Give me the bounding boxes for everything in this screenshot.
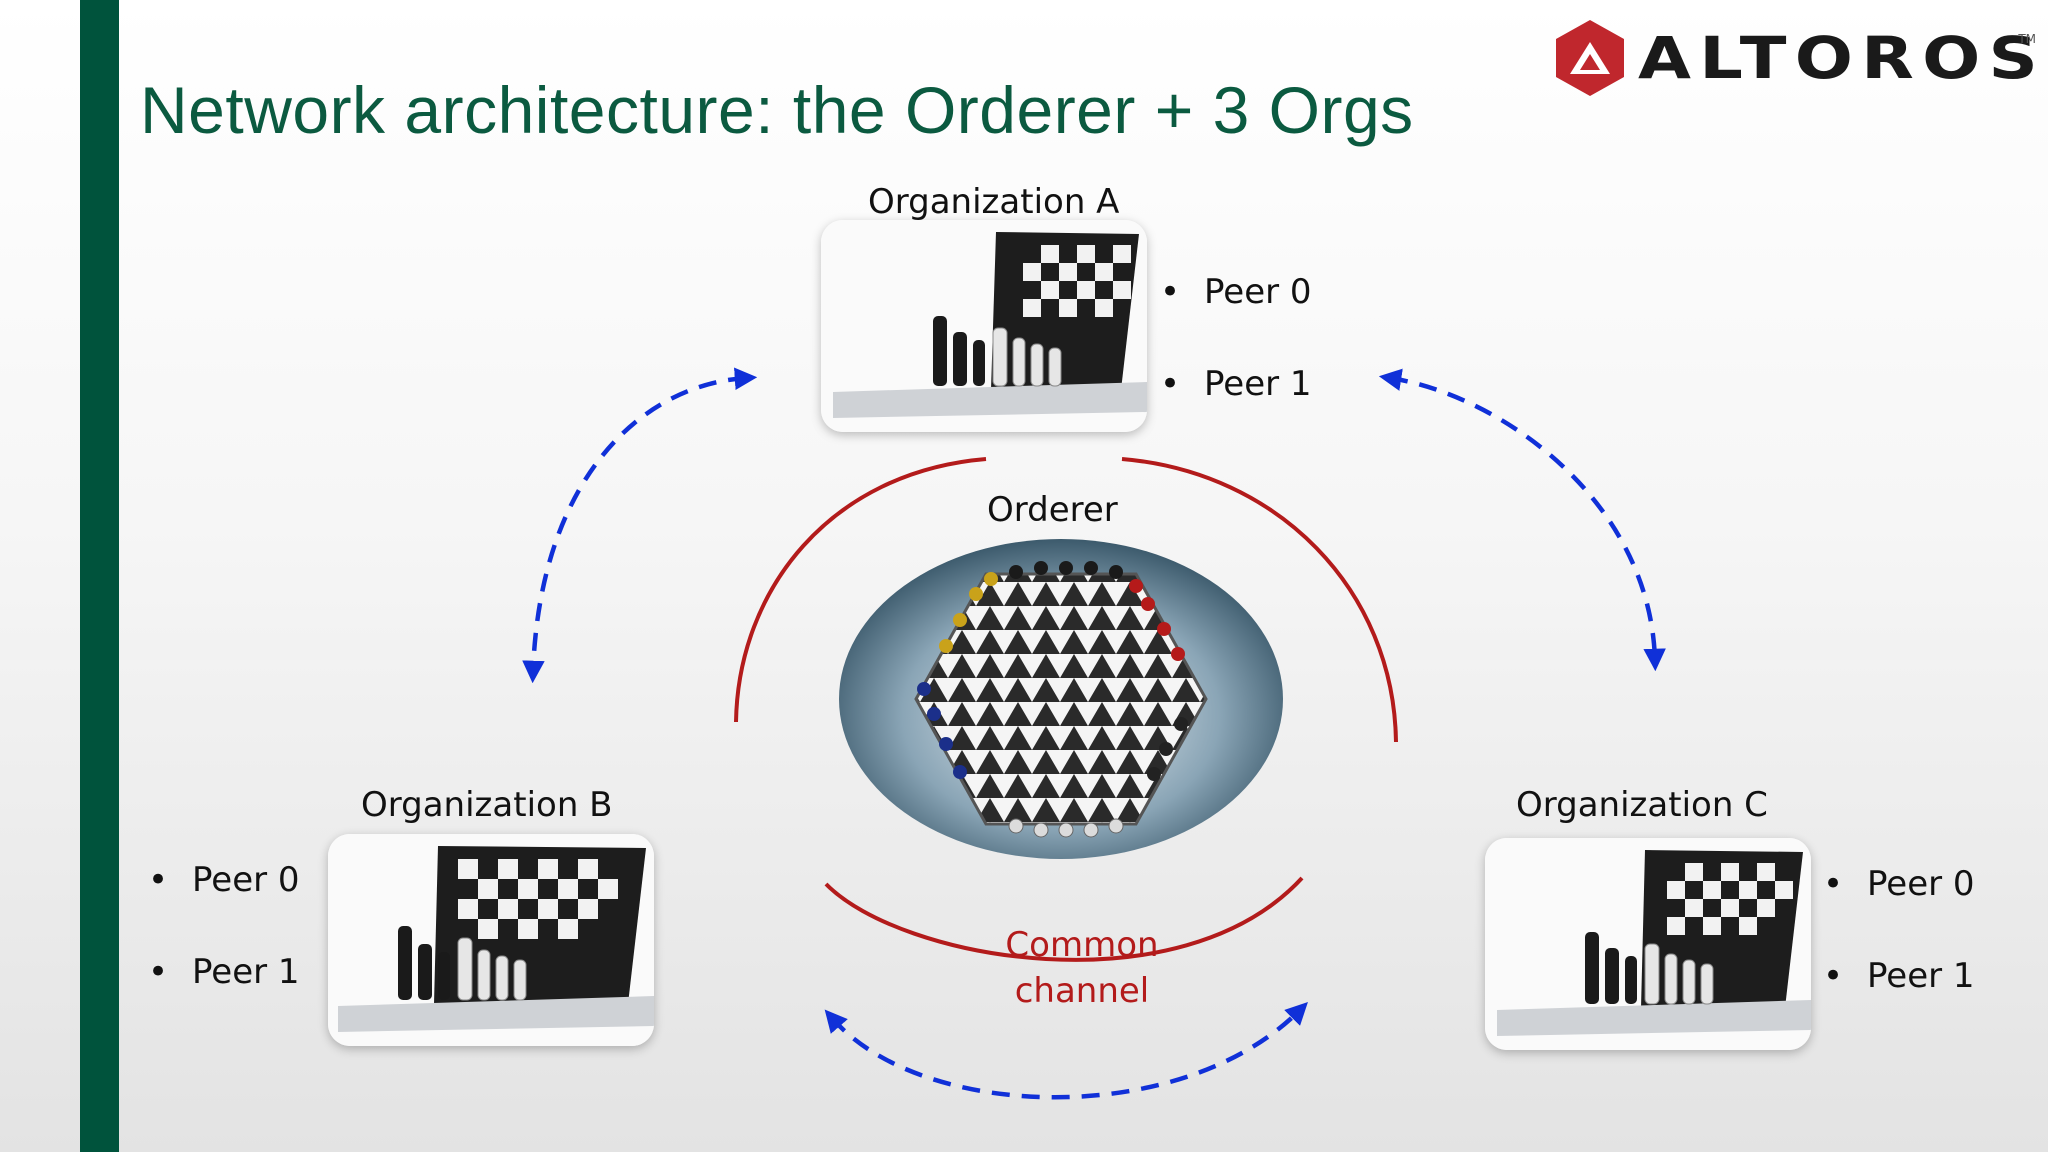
laptop-chess-image <box>821 220 1147 432</box>
org-a-laptop <box>821 220 1147 432</box>
org-a-peer-0: •Peer 0 <box>1160 272 1312 312</box>
bullet: • <box>1160 364 1204 404</box>
org-b-peer-1: •Peer 1 <box>148 952 300 992</box>
org-a-name: Organization A <box>868 182 1119 222</box>
bullet: • <box>148 952 192 992</box>
common-channel-label: Common channel <box>982 922 1182 1014</box>
org-c-laptop <box>1485 838 1811 1050</box>
channel-line-2: channel <box>982 968 1182 1014</box>
hexagonal-chessboard-image <box>836 534 1286 860</box>
peer-link-a-b <box>533 378 746 672</box>
bullet: • <box>148 860 192 900</box>
orderer-label: Orderer <box>987 490 1118 530</box>
laptop-chess-image <box>328 834 654 1046</box>
org-a-peer-1: •Peer 1 <box>1160 364 1312 404</box>
channel-line-1: Common <box>982 922 1182 968</box>
org-b-laptop <box>328 834 654 1046</box>
bullet: • <box>1823 956 1867 996</box>
org-b-name: Organization B <box>361 785 613 825</box>
peer-link-a-c <box>1390 378 1655 660</box>
bullet: • <box>1823 864 1867 904</box>
laptop-chess-image <box>1485 838 1811 1050</box>
peer-link-b-c <box>832 1010 1300 1097</box>
org-c-name: Organization C <box>1516 785 1768 825</box>
org-c-peer-1: •Peer 1 <box>1823 956 1975 996</box>
org-b-peer-0: •Peer 0 <box>148 860 300 900</box>
org-c-peer-0: •Peer 0 <box>1823 864 1975 904</box>
bullet: • <box>1160 272 1204 312</box>
